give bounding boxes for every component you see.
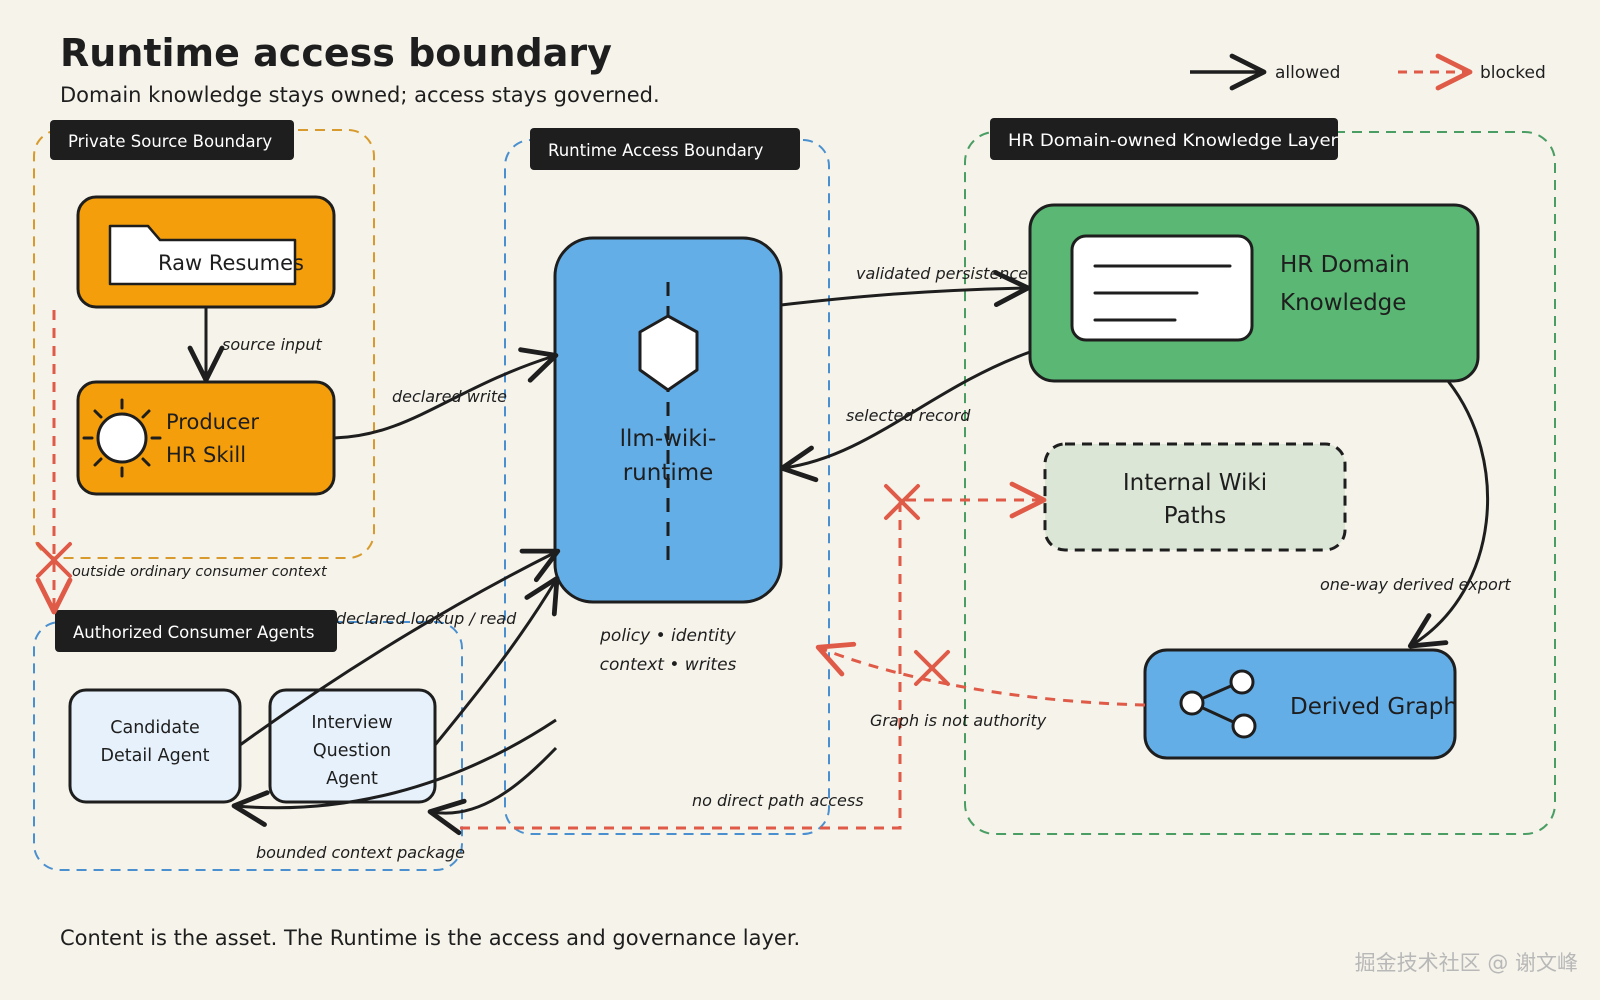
edge-one-way-export — [1407, 380, 1490, 649]
share-icon — [1179, 669, 1257, 739]
internal-wiki-label-line1: Internal Wiki — [1123, 470, 1267, 496]
edge-lookup-candidate — [239, 548, 561, 747]
blocked-x-marks — [36, 484, 950, 686]
hr-domain-tag-label: HR Domain-owned Knowledge Layer — [1008, 131, 1338, 150]
interview-agent-label-line3: Agent — [326, 769, 378, 789]
interview-agent-label-line1: Interview — [311, 713, 392, 733]
label-one-way-export: one-way derived export — [1320, 575, 1511, 594]
edge-lookup-interview — [433, 575, 560, 746]
producer-label-line1: Producer — [166, 410, 259, 434]
x-mark-icon — [884, 484, 920, 520]
edge-bounded-context-candidate — [231, 718, 557, 827]
edge-selected-record — [779, 350, 1031, 483]
x-mark-icon — [914, 650, 950, 686]
runtime-access-tag-label: Runtime Access Boundary — [548, 141, 764, 160]
raw-resumes-node[interactable]: Raw Resumes — [76, 195, 336, 309]
hr-knowledge-label-line2: Knowledge — [1280, 290, 1406, 316]
legend: allowed blocked — [1190, 53, 1546, 91]
sun-icon — [82, 398, 162, 478]
internal-wiki-paths-node[interactable]: Internal Wiki Paths — [1043, 442, 1347, 552]
label-graph-not-authority: Graph is not authority — [870, 711, 1047, 730]
hr-domain-tag — [990, 118, 1338, 160]
runtime-label-line2: runtime — [623, 460, 714, 486]
label-source-input: source input — [222, 335, 322, 354]
footer-caption: Content is the asset. The Runtime is the… — [60, 926, 800, 950]
diagram-subtitle: Domain knowledge stays owned; access sta… — [60, 83, 660, 107]
label-outside-context: outside ordinary consumer context — [72, 564, 328, 580]
edge-validated-persistence — [780, 270, 1031, 308]
diagram-title: Runtime access boundary — [60, 31, 612, 75]
edge-blocked-direct-path — [460, 481, 1047, 830]
runtime-caption-line2: context • writes — [600, 655, 737, 675]
x-mark-icon — [36, 542, 72, 578]
runtime-access-tag — [530, 128, 800, 170]
legend-allowed-label: allowed — [1275, 63, 1340, 83]
label-declared-lookup: declared lookup / read — [336, 609, 517, 628]
candidate-agent-label-line2: Detail Agent — [101, 746, 210, 766]
runtime-caption-line1: policy • identity — [599, 626, 737, 646]
consumer-agents-tag-label: Authorized Consumer Agents — [73, 623, 314, 642]
folder-icon — [108, 224, 297, 286]
hr-domain-boundary: HR Domain-owned Knowledge Layer — [964, 118, 1556, 835]
label-no-direct-path: no direct path access — [692, 791, 864, 810]
producer-hr-skill-node[interactable]: Producer HR Skill — [76, 380, 336, 496]
hexagon-icon — [638, 314, 699, 392]
runtime-access-boundary: Runtime Access Boundary — [504, 128, 830, 835]
private-source-tag — [50, 120, 294, 160]
runtime-label-line1: llm-wiki- — [620, 426, 717, 452]
label-declared-write: declared write — [392, 387, 507, 406]
private-source-tag-label: Private Source Boundary — [68, 132, 272, 151]
hr-knowledge-label-line1: HR Domain — [1280, 252, 1410, 278]
hr-domain-knowledge-node[interactable]: HR Domain Knowledge — [1028, 203, 1480, 383]
private-source-boundary: Private Source Boundary — [33, 120, 375, 559]
label-validated-persistence: validated persistence — [856, 264, 1028, 283]
producer-label-line2: HR Skill — [166, 443, 246, 467]
document-icon — [1070, 234, 1254, 342]
edge-declared-write — [333, 347, 559, 440]
derived-graph-node[interactable]: Derived Graph — [1143, 648, 1458, 760]
raw-resumes-label: Raw Resumes — [158, 251, 304, 275]
legend-blocked-label: blocked — [1480, 63, 1546, 83]
consumer-agents-boundary: Authorized Consumer Agents — [33, 610, 463, 871]
consumer-agents-tag — [55, 610, 337, 652]
interview-agent-label-line2: Question — [313, 741, 391, 761]
edge-bounded-context-interview — [427, 746, 558, 836]
candidate-detail-agent-node[interactable]: Candidate Detail Agent — [68, 688, 242, 804]
label-bounded-context: bounded context package — [256, 843, 465, 862]
candidate-agent-label-line1: Candidate — [110, 718, 199, 738]
internal-wiki-label-line2: Paths — [1164, 503, 1227, 529]
llm-wiki-runtime-node[interactable]: llm-wiki- runtime — [553, 236, 783, 604]
label-selected-record: selected record — [846, 406, 971, 425]
derived-graph-label: Derived Graph — [1290, 694, 1458, 720]
edge-blocked-graph-authority — [815, 641, 1146, 707]
watermark: 掘金技术社区 @ 谢文峰 — [1355, 951, 1578, 975]
